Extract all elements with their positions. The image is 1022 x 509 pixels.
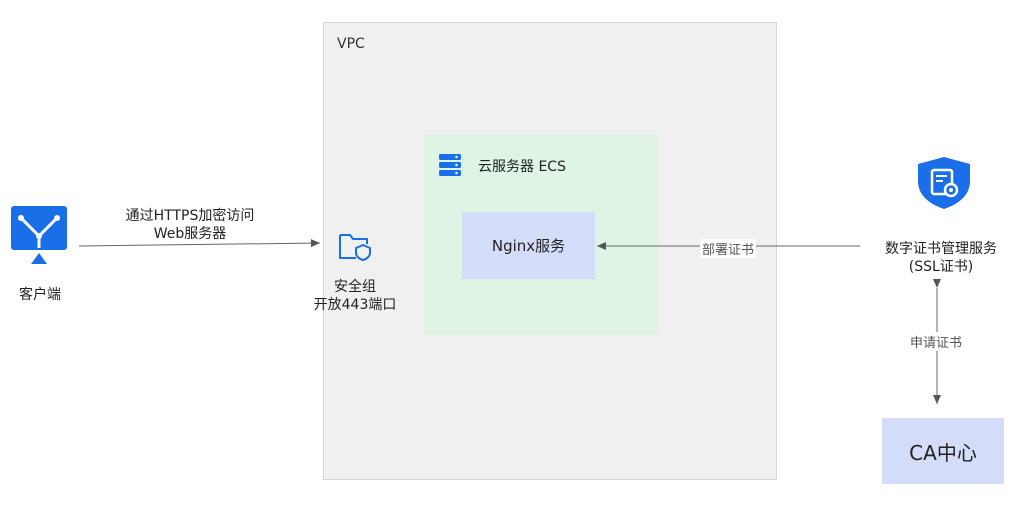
vpc-label: VPC bbox=[337, 36, 365, 52]
folder-shield-icon bbox=[339, 234, 371, 261]
nginx-node: Nginx服务 bbox=[462, 212, 595, 279]
security-group-label: 安全组 开放443端口 bbox=[300, 278, 410, 314]
ecs-label: 云服务器 ECS bbox=[478, 159, 566, 175]
server-stack-icon bbox=[439, 154, 461, 176]
access-edge-label: 通过HTTPS加密访问 Web服务器 bbox=[100, 207, 280, 243]
access-edge-line2: Web服务器 bbox=[153, 226, 227, 242]
cert-service-line2: (SSL证书) bbox=[908, 259, 974, 275]
security-group-line1: 安全组 bbox=[334, 279, 376, 295]
nginx-label: Nginx服务 bbox=[491, 237, 566, 255]
cert-service-line1: 数字证书管理服务 bbox=[885, 241, 997, 257]
client-label: 客户端 bbox=[19, 287, 61, 303]
security-group-line2: 开放443端口 bbox=[313, 297, 397, 313]
apply-edge-label: 申请证书 bbox=[908, 332, 965, 351]
certificate-shield-icon bbox=[918, 157, 970, 209]
access-edge-line1: 通过HTTPS加密访问 bbox=[125, 208, 255, 224]
access-edge-line bbox=[78, 239, 321, 248]
ca-node: CA中心 bbox=[882, 418, 1004, 484]
monitor-network-icon bbox=[11, 206, 67, 264]
deploy-edge-label: 部署证书 bbox=[700, 239, 757, 258]
cert-service-label: 数字证书管理服务 (SSL证书) bbox=[866, 240, 1016, 276]
ca-label: CA中心 bbox=[909, 440, 977, 465]
